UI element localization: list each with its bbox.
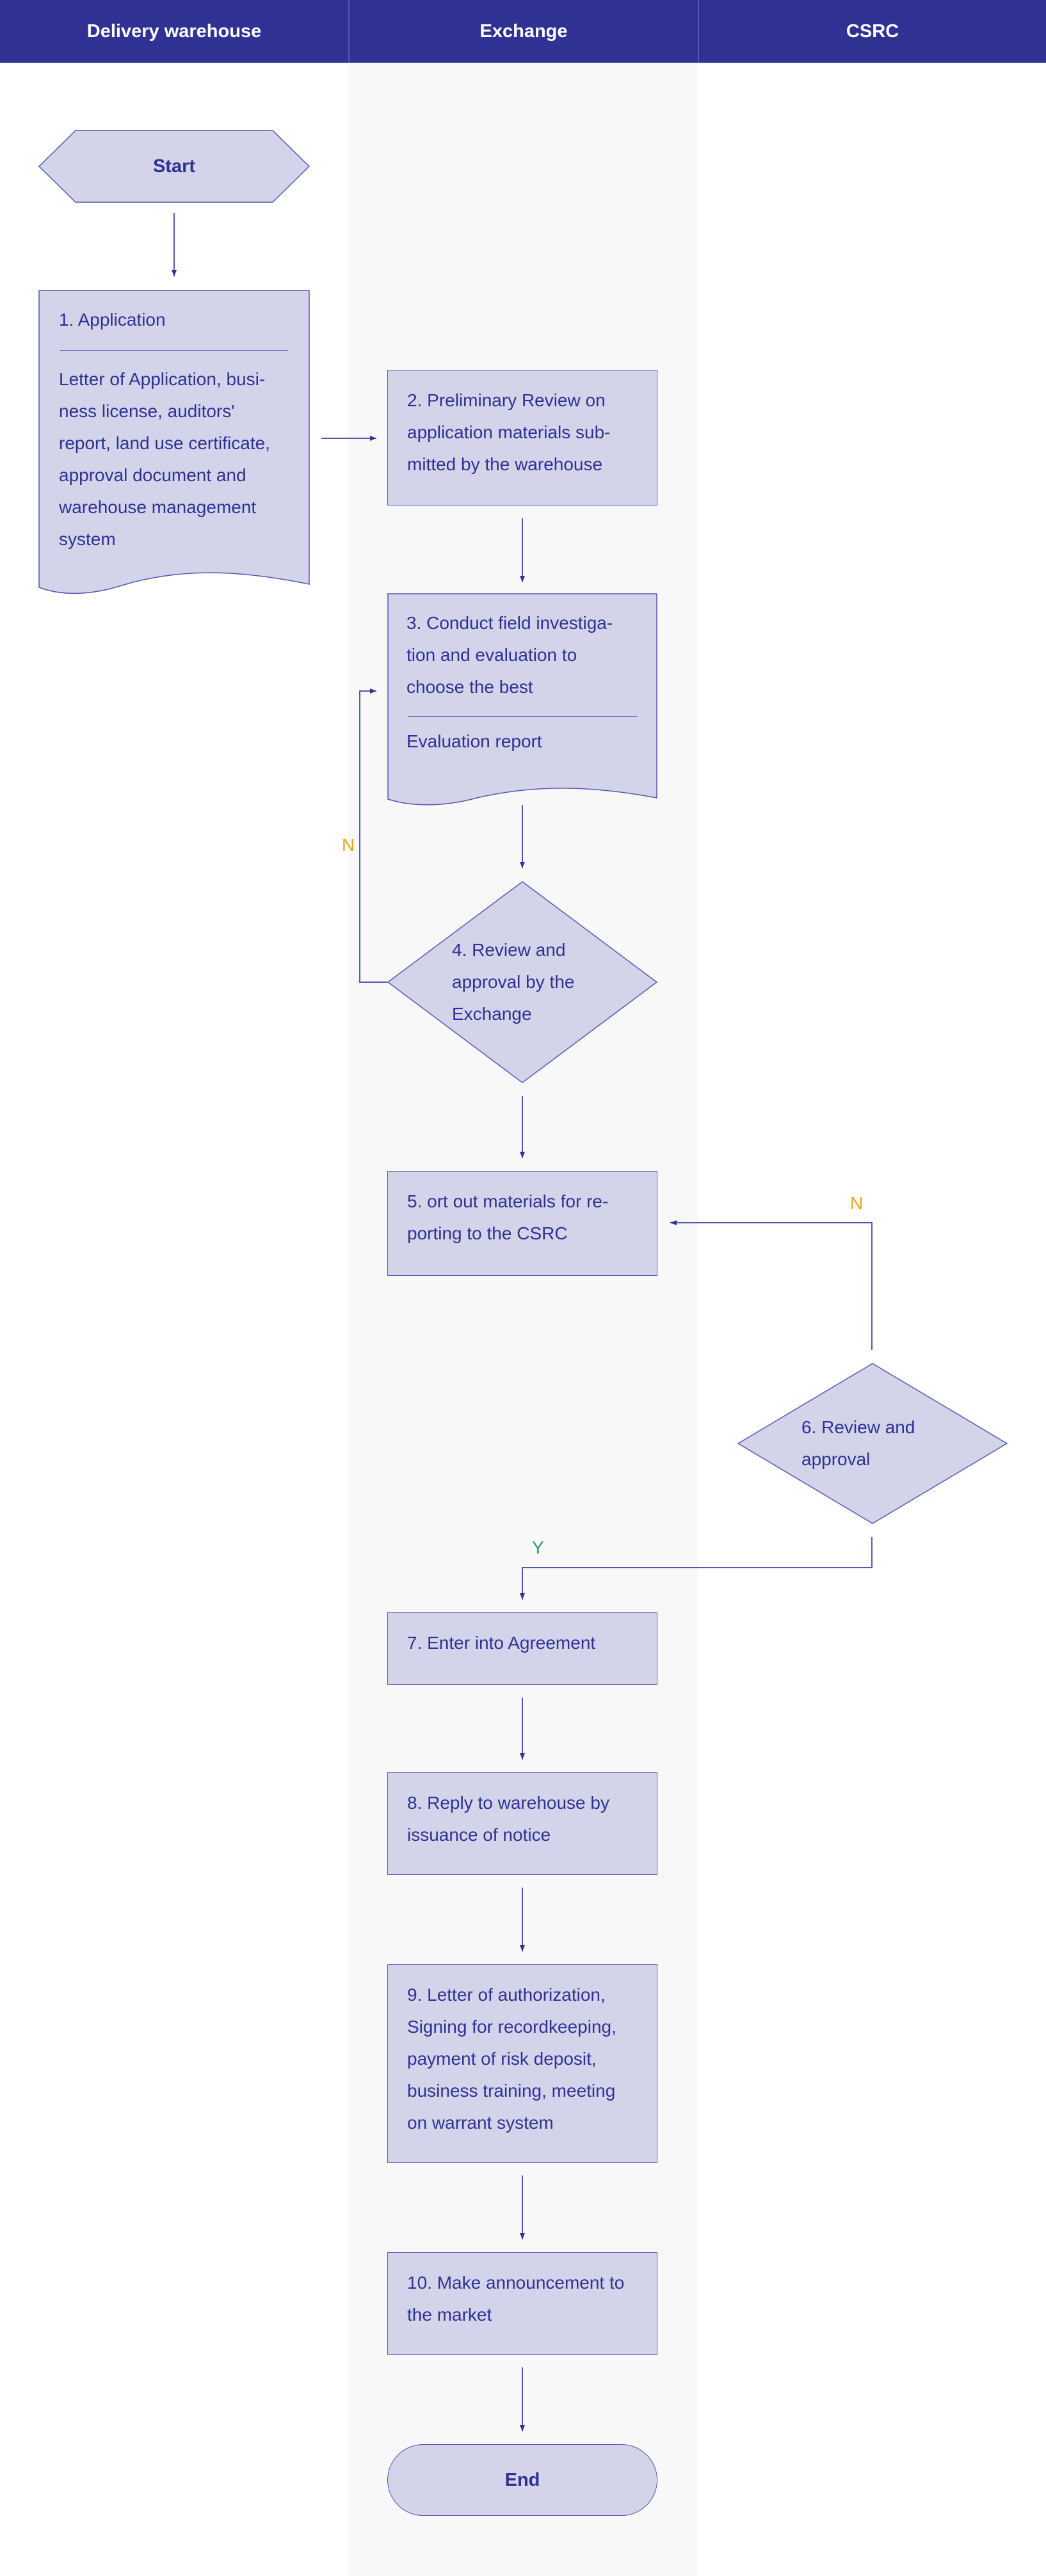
connector-review-no-loop bbox=[359, 688, 387, 983]
application-divider bbox=[60, 350, 288, 351]
exchange-review-diamond-shape bbox=[387, 881, 658, 1083]
csrc-review-no-label: N bbox=[850, 1193, 864, 1213]
lane-header-exchange: Exchange bbox=[348, 0, 698, 63]
authorization-node: 9. Letter of authorization, Signing for … bbox=[387, 1964, 657, 2163]
application-node: 1. Application Letter of Application, bu… bbox=[38, 290, 310, 600]
csrc-review-label: 6. Review and approval bbox=[801, 1417, 915, 1469]
agreement-label: 7. Enter into Agreement bbox=[407, 1633, 596, 1653]
application-document-shape bbox=[38, 290, 310, 594]
exchange-review-decision: 4. Review and approval by the Exchange bbox=[387, 881, 658, 1083]
field-investigation-title: 3. Conduct field investiga-tion and eval… bbox=[406, 613, 613, 697]
end-label: End bbox=[504, 2470, 540, 2490]
preliminary-review-node: 2. Preliminary Review on application mat… bbox=[387, 370, 657, 505]
preliminary-review-label: 2. Preliminary Review on application mat… bbox=[407, 390, 611, 474]
application-title: 1. Application bbox=[59, 310, 166, 330]
start-hexagon-shape bbox=[38, 130, 310, 203]
start-node: Start bbox=[38, 130, 310, 203]
field-investigation-node: 3. Conduct field investiga-tion and eval… bbox=[387, 593, 657, 811]
reply-notice-label: 8. Reply to warehouse by issuance of not… bbox=[407, 1793, 609, 1845]
reply-notice-node: 8. Reply to warehouse by issuance of not… bbox=[387, 1772, 657, 1875]
csrc-review-yes-label: Y bbox=[532, 1538, 544, 1557]
lane-header-delivery-warehouse: Delivery warehouse bbox=[0, 0, 348, 63]
csrc-review-decision: 6. Review and approval bbox=[737, 1363, 1008, 1524]
field-investigation-document-shape bbox=[387, 593, 657, 806]
application-detail: Letter of Application, busi-ness license… bbox=[59, 369, 270, 549]
end-node: End bbox=[387, 2444, 657, 2516]
field-investigation-detail: Evaluation report bbox=[406, 731, 542, 751]
announcement-label: 10. Make announcement to the market bbox=[407, 2273, 625, 2325]
sort-materials-label: 5. ort out materials for re-porting to t… bbox=[407, 1191, 609, 1243]
lane-header-csrc: CSRC bbox=[698, 0, 1046, 63]
csrc-review-diamond-shape bbox=[737, 1363, 1008, 1524]
exchange-review-label: 4. Review and approval by the Exchange bbox=[452, 940, 575, 1024]
announcement-node: 10. Make announcement to the market bbox=[387, 2252, 657, 2355]
connector-csrc-yes-to-agreement bbox=[520, 1537, 873, 1600]
sort-materials-node: 5. ort out materials for re-porting to t… bbox=[387, 1171, 657, 1276]
authorization-label: 9. Letter of authorization, Signing for … bbox=[407, 1985, 616, 2133]
agreement-node: 7. Enter into Agreement bbox=[387, 1612, 657, 1685]
field-investigation-divider bbox=[408, 716, 637, 717]
exchange-review-no-label: N bbox=[342, 835, 355, 855]
start-label: Start bbox=[152, 156, 196, 177]
connector-csrc-no-loop bbox=[670, 1220, 873, 1350]
